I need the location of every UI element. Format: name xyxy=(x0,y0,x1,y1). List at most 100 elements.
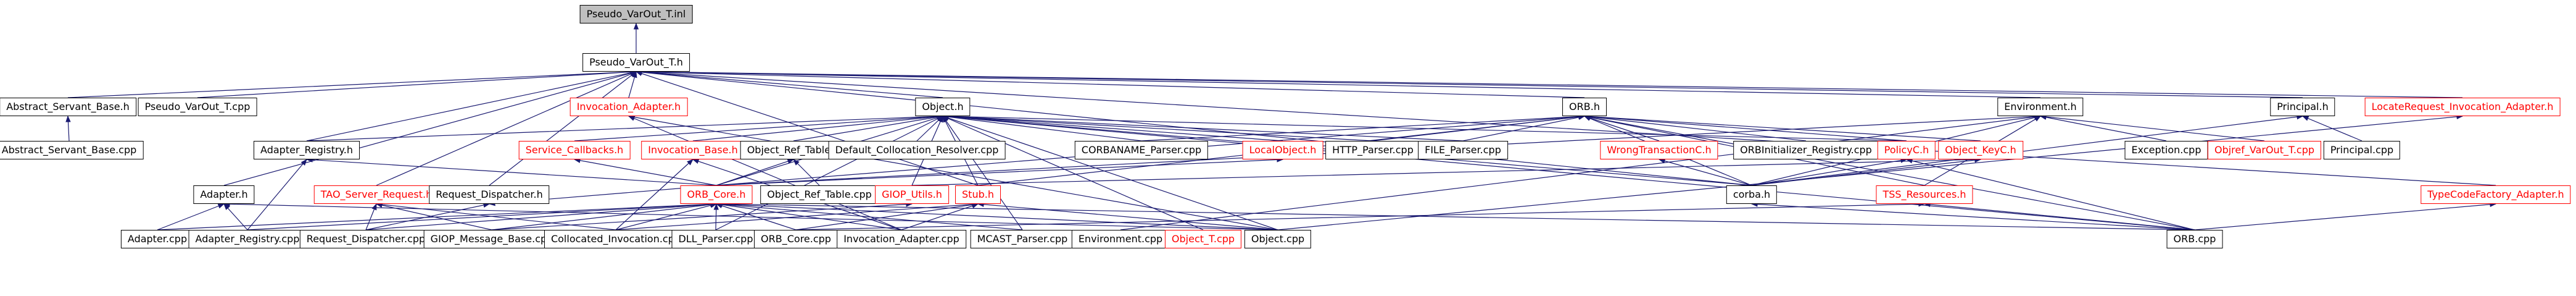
graph-node-abs_cpp[interactable]: Abstract_Servant_Base.cpp xyxy=(0,141,144,159)
include-edge-adreg_cpp-to-orbcore_h xyxy=(247,201,718,230)
include-edge-coll_cpp-to-tsr_h xyxy=(375,201,616,230)
include-edge-gmb_cpp-to-orbcore_h xyxy=(491,201,718,230)
graph-node-objkey_h[interactable]: Object_KeyC.h xyxy=(1938,141,2023,159)
include-edge-orb_cpp-to-tss_h xyxy=(1923,201,2195,230)
include-edge-abs_cpp-to-abs_h xyxy=(65,115,71,142)
graph-node-adapter_cpp[interactable]: Adapter.cpp xyxy=(120,230,194,248)
graph-node-locreq[interactable]: LocateRequest_Invocation_Adapter.h xyxy=(2364,98,2561,116)
graph-node-abs_h[interactable]: Abstract_Servant_Base.h xyxy=(0,98,136,116)
graph-node-adapter_h[interactable]: Adapter.h xyxy=(193,185,255,204)
graph-node-invad_cpp[interactable]: Invocation_Adapter.cpp xyxy=(837,230,966,248)
graph-node-prin_cpp[interactable]: Principal.cpp xyxy=(2323,141,2401,159)
include-edge-abs_h-to-h xyxy=(67,69,637,98)
include-edge-pvo_cpp-to-h xyxy=(197,69,637,98)
graph-node-pvo_cpp[interactable]: Pseudo_VarOut_T.cpp xyxy=(138,98,257,116)
graph-node-env_h[interactable]: Environment.h xyxy=(1997,98,2084,116)
include-edge-orb_cpp-to-policyc_h xyxy=(1905,158,2195,230)
graph-node-mcast_cpp[interactable]: MCAST_Parser.cpp xyxy=(970,230,1075,248)
include-edge-policyc_h-to-orb_h xyxy=(1583,114,1907,142)
graph-node-exc_cpp[interactable]: Exception.cpp xyxy=(2124,141,2208,159)
graph-node-ovt_cpp[interactable]: Objref_VarOut_T.cpp xyxy=(2207,141,2322,159)
graph-node-orbcore_cpp[interactable]: ORB_Core.cpp xyxy=(754,230,838,248)
graph-node-principal_h[interactable]: Principal.h xyxy=(2270,98,2335,116)
include-edge-orb_cpp-to-orbcore_h xyxy=(715,201,2195,230)
include-edge-file_cpp-to-orb_h xyxy=(1462,114,1586,142)
include-edge-principal_h-to-h xyxy=(635,69,2303,98)
include-edge-obj_cpp-to-adapter_h xyxy=(223,201,1278,230)
include-edge-svc_cb-to-object_h xyxy=(574,114,944,142)
include-edge-obj_cpp-to-orbcore_h xyxy=(715,201,1278,230)
graph-node-orb_h[interactable]: ORB.h xyxy=(1562,98,1607,116)
graph-node-rd_cpp[interactable]: Request_Dispatcher.cpp xyxy=(299,230,433,248)
include-edge-rd_h-to-h xyxy=(489,71,637,186)
graph-node-dcr_cpp[interactable]: Default_Collocation_Resolver.cpp xyxy=(828,141,1006,159)
graph-node-tcf_h[interactable]: TypeCodeFactory_Adapter.h xyxy=(2421,185,2571,204)
graph-node-inv_base[interactable]: Invocation_Base.h xyxy=(641,141,745,159)
include-edge-ort_h-to-object_h xyxy=(793,114,944,142)
include-edge-invad_cpp-to-orbcore_h xyxy=(715,202,902,230)
include-edge-corba_h-to-wtc_h xyxy=(1658,158,1752,186)
graph-node-coll_cpp[interactable]: Collocated_Invocation.cpp xyxy=(544,230,688,248)
include-edge-corba_h-to-principal_h xyxy=(1751,114,2304,186)
include-edge-env_h-to-h xyxy=(635,69,2041,98)
include-edge-orb_cpp-to-object_h xyxy=(942,114,2195,230)
include-edge-inv_base-to-object_h xyxy=(692,114,944,142)
include-edge-rd_cpp-to-tsr_h xyxy=(365,203,377,230)
graph-node-giop_utils[interactable]: GIOP_Utils.h xyxy=(875,185,949,204)
include-edge-file_cpp-to-object_h xyxy=(942,114,1464,142)
graph-node-inv_ad_h[interactable]: Invocation_Adapter.h xyxy=(569,98,688,116)
graph-node-stub_h[interactable]: Stub.h xyxy=(955,185,1001,204)
graph-node-ort_cpp[interactable]: Object_Ref_Table.cpp xyxy=(760,185,879,204)
include-edge-adapter_cpp-to-adapter_h xyxy=(157,203,225,230)
include-edge-adapter_cpp-to-orbcore_h xyxy=(157,201,718,230)
include-edge-inv_ad_h-to-h xyxy=(628,70,637,98)
graph-node-object_h[interactable]: Object.h xyxy=(915,98,971,116)
graph-node-orbinit_cpp[interactable]: ORBInitializer_Registry.cpp xyxy=(1733,141,1879,159)
graph-node-h[interactable]: Pseudo_VarOut_T.h xyxy=(582,53,690,72)
include-edge-cna_cpp-to-object_h xyxy=(942,114,1142,142)
include-edge-tsr_h-to-h xyxy=(376,71,637,186)
graph-node-corba_h[interactable]: corba.h xyxy=(1726,185,1778,204)
include-edge-orb_cpp-to-corba_h xyxy=(1750,201,2195,230)
graph-node-http_cpp[interactable]: HTTP_Parser.cpp xyxy=(1325,141,1420,159)
graph-node-rd_h[interactable]: Request_Dispatcher.h xyxy=(429,185,550,204)
include-edge-invad_cpp-to-inv_ad_h xyxy=(627,116,902,230)
include-edge-orbcore_cpp-to-tss_h xyxy=(795,201,1926,230)
graph-node-orbcore_h[interactable]: ORB_Core.h xyxy=(680,185,753,204)
include-edge-obj_cpp-to-object_h xyxy=(942,116,1278,230)
include-edge-orbcore_h-to-adreg_h xyxy=(305,157,717,186)
graph-node-orb_cpp[interactable]: ORB.cpp xyxy=(2166,230,2223,248)
graph-node-cna_cpp[interactable]: CORBANAME_Parser.cpp xyxy=(1074,141,1209,159)
graph-node-tss_h[interactable]: TSS_Resources.h xyxy=(1876,185,1973,204)
include-edge-coll_cpp-to-orbcore_h xyxy=(615,203,718,230)
graph-node-wtc_h[interactable]: WrongTransactionC.h xyxy=(1600,141,1718,159)
include-edge-object_h-to-h xyxy=(635,69,943,98)
graph-node-objt_cpp[interactable]: Object_T.cpp xyxy=(1164,230,1242,248)
graph-node-obj_cpp[interactable]: Object.cpp xyxy=(1244,230,1312,248)
graph-node-local_h[interactable]: LocalObject.h xyxy=(1242,141,1323,159)
graph-node-policyc_h[interactable]: PolicyC.h xyxy=(1877,141,1936,159)
include-edge-local_h-to-object_h xyxy=(942,114,1283,142)
include-edge-dll_cpp-to-object_h xyxy=(715,116,944,230)
graph-node-gmb_cpp[interactable]: GIOP_Message_Base.cpp xyxy=(423,230,560,248)
include-edge-objkey_h-to-orb_h xyxy=(1583,114,1981,142)
include-edge-env_cpp-to-env_h xyxy=(1120,114,2042,230)
graph-node-dll_cpp[interactable]: DLL_Parser.cpp xyxy=(671,230,760,248)
include-edge-corba_h-to-policyc_h xyxy=(1751,158,1908,186)
include-edge-http_cpp-to-object_h xyxy=(942,114,1373,142)
include-edge-giop_utils-to-objkey_h xyxy=(911,157,1982,186)
graph-node-adreg_h[interactable]: Adapter_Registry.h xyxy=(254,141,360,159)
include-edge-orb_cpp-to-orb_h xyxy=(1583,114,2195,230)
graph-node-env_cpp[interactable]: Environment.cpp xyxy=(1071,230,1170,248)
include-edge-adreg_cpp-to-adreg_h xyxy=(247,159,307,230)
graph-node-adreg_cpp[interactable]: Adapter_Registry.cpp xyxy=(188,230,307,248)
include-edge-rd_cpp-to-rd_h xyxy=(365,202,491,230)
graph-node-tsr_h[interactable]: TAO_Server_Request.h xyxy=(313,185,439,204)
include-edge-corba_h-to-h xyxy=(635,69,1752,186)
include-edge-obj_cpp-to-locreq xyxy=(1277,114,2464,230)
include-edge-adapter_h-to-h xyxy=(223,70,637,186)
graph-node-file_cpp[interactable]: FILE_Parser.cpp xyxy=(1418,141,1508,159)
include-edge-ovt_cpp-to-env_h xyxy=(2039,114,2265,142)
graph-node-svc_cb[interactable]: Service_Callbacks.h xyxy=(518,141,631,159)
